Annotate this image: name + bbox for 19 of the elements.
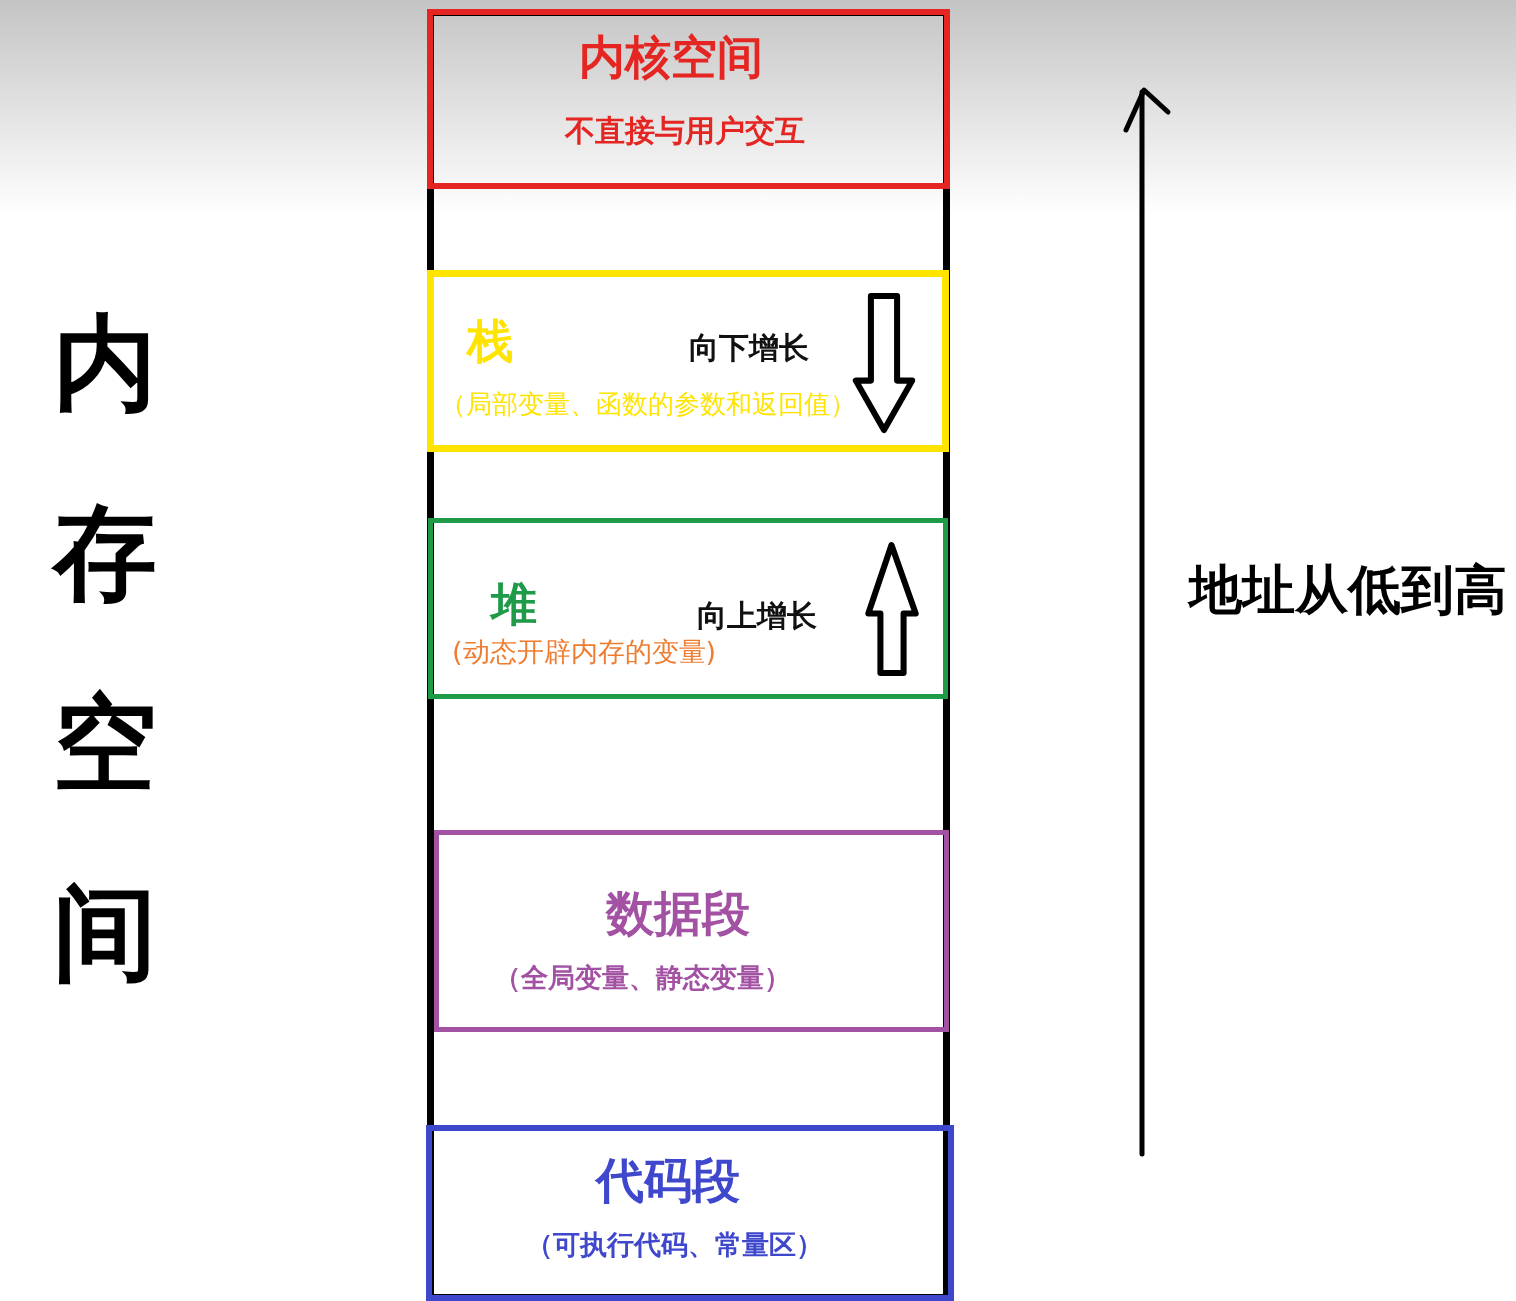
vertical-title: 内存空间 bbox=[53, 301, 158, 996]
memory-segment-box bbox=[427, 270, 949, 452]
segment-title: 栈 bbox=[467, 314, 513, 370]
memory-segment-box bbox=[434, 830, 949, 1032]
memory-segment-box bbox=[426, 1125, 954, 1301]
segment-title: 数据段 bbox=[606, 885, 750, 943]
growth-direction-label: 向下增长 bbox=[689, 330, 809, 366]
segment-title: 堆 bbox=[491, 577, 537, 633]
segment-description: （局部变量、函数的参数和返回值） bbox=[440, 389, 856, 421]
growth-direction-label: 向上增长 bbox=[697, 598, 817, 634]
memory-segment-box bbox=[427, 9, 950, 189]
segment-description: (动态开辟内存的变量) bbox=[452, 636, 717, 669]
segment-description: （可执行代码、常量区） bbox=[526, 1229, 823, 1262]
segment-title: 内核空间 bbox=[579, 30, 763, 86]
segment-description: 不直接与用户交互 bbox=[565, 113, 805, 149]
memory-segment-box bbox=[428, 518, 948, 699]
segment-description: （全局变量、静态变量） bbox=[494, 962, 791, 995]
address-direction-label: 地址从低到高 bbox=[1189, 558, 1507, 622]
segment-title: 代码段 bbox=[596, 1152, 740, 1210]
